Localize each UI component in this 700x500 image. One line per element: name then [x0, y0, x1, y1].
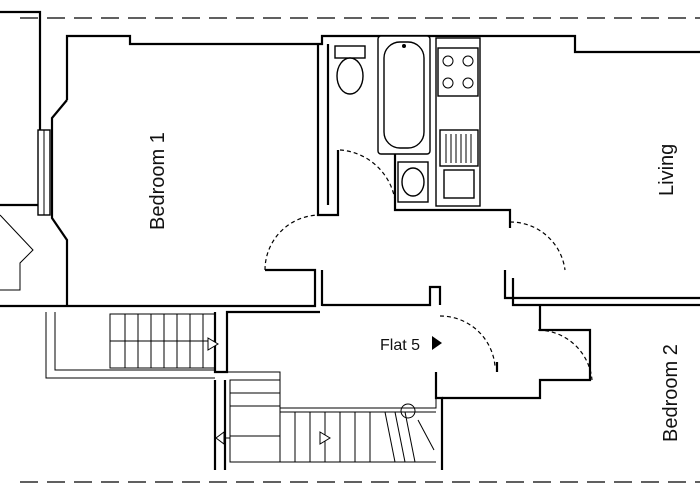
- boundary-lines: [20, 17, 700, 483]
- window: [37, 129, 51, 216]
- doors: [264, 149, 593, 381]
- staircase-lower: [215, 379, 436, 463]
- flat-label: Flat 5: [380, 337, 420, 354]
- kitchen-fixtures: [435, 37, 481, 207]
- room-label-bedroom-1: Bedroom 1: [147, 132, 169, 230]
- sink: [443, 169, 475, 199]
- bathroom-fixtures: [334, 35, 431, 203]
- room-label-bedroom-2: Bedroom 2: [660, 344, 682, 442]
- toilet: [336, 57, 364, 95]
- cistern: [334, 45, 366, 59]
- hob: [437, 47, 479, 97]
- flat-entry-arrow-icon: [432, 336, 442, 350]
- staircase-upper: [109, 313, 219, 369]
- room-label-living: Living: [656, 144, 678, 196]
